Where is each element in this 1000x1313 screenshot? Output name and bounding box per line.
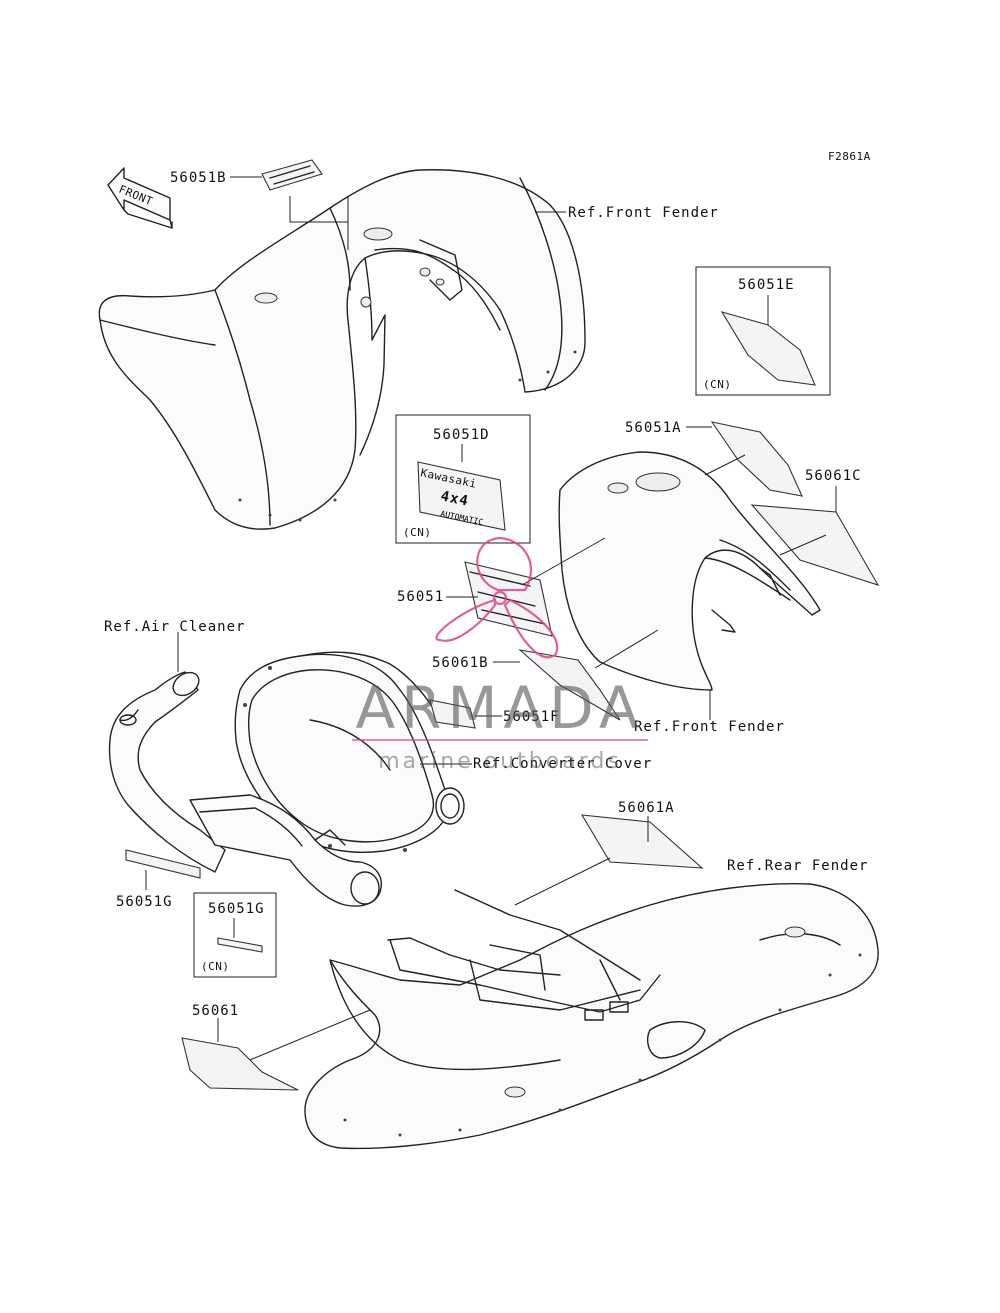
armada-watermark: ARMADA marine outboards: [352, 536, 648, 774]
watermark-title: ARMADA: [355, 674, 644, 742]
label-56051B: 56051B: [170, 170, 227, 186]
label-56061B: 56061B: [432, 655, 489, 671]
label-56051E: 56051E: [738, 277, 795, 293]
label-56051A: 56051A: [625, 420, 682, 436]
watermark-subtitle: marine outboards: [378, 749, 622, 774]
ref-rear-fender: Ref.Rear Fender: [727, 858, 868, 874]
decal-56051A: [710, 421, 803, 497]
ref-front-fender-mid: Ref.Front Fender: [634, 719, 785, 735]
decal-56051G-box: [217, 937, 263, 953]
label-56051G-box: 56051G: [208, 901, 265, 917]
diagram-code: F2861A: [828, 150, 871, 163]
ref-air-cleaner: Ref.Air Cleaner: [104, 619, 245, 635]
decal-d-model: 4x4: [439, 488, 470, 510]
cn-tag-e: (CN): [703, 378, 732, 391]
decal-56051B: [261, 159, 323, 191]
decal-56061: [181, 1037, 299, 1091]
front-arrow-icon: FRONT: [107, 167, 173, 229]
label-56061A: 56061A: [618, 800, 675, 816]
decal-56051D: Kawasaki 4x4 AUTOMATIC: [417, 461, 506, 531]
box-56051G: [193, 892, 277, 978]
air-cleaner-duct: [108, 671, 226, 873]
label-56051G-left: 56051G: [116, 894, 173, 910]
label-56061: 56061: [192, 1003, 239, 1019]
front-fender-mid: [558, 451, 821, 691]
converter-cover: [234, 651, 465, 854]
decal-56051G-left: [125, 849, 201, 879]
rear-fender: [304, 883, 879, 1150]
box-56051D: [395, 414, 531, 544]
armada-propeller-logo-icon: [435, 536, 559, 659]
decal-56061A: [580, 814, 704, 869]
fender-hole: [363, 227, 393, 241]
lower-duct: [189, 794, 382, 907]
box-56051E: [695, 266, 831, 396]
decal-56051F: [429, 699, 476, 729]
label-56061C: 56061C: [805, 468, 862, 484]
decal-56061B: [518, 649, 621, 721]
ref-converter-cover: Ref.Converter Cover: [473, 756, 652, 772]
label-56051D: 56051D: [433, 427, 490, 443]
label-56051: 56051: [397, 589, 444, 605]
cn-tag-d: (CN): [403, 526, 432, 539]
decal-56061C: [750, 504, 880, 586]
label-56051F: 56051F: [503, 709, 560, 725]
ref-front-fender-top: Ref.Front Fender: [568, 205, 719, 221]
front-fender-top: [98, 169, 586, 530]
cn-tag-g: (CN): [201, 960, 230, 973]
